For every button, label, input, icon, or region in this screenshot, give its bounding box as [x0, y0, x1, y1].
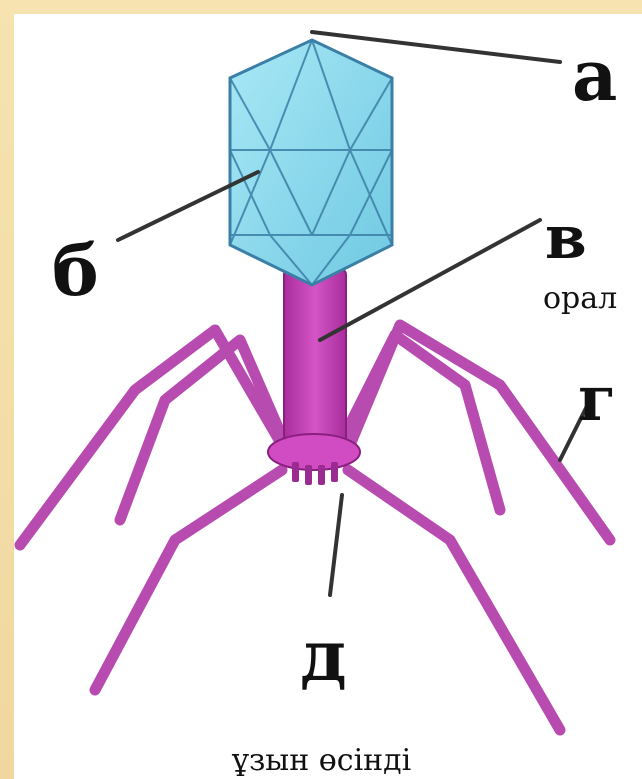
label-d: д: [300, 614, 347, 697]
tail-sheath: [284, 270, 346, 442]
label-b: б: [52, 229, 99, 312]
fiber-bottom-right: [348, 470, 560, 730]
label-a: а: [572, 34, 617, 117]
capsid-head: [230, 40, 392, 285]
label-v: в: [545, 203, 587, 273]
pointer-d: [330, 495, 342, 595]
fiber-left-inner: [120, 340, 290, 520]
caption-v: орал: [543, 281, 617, 316]
label-g: г: [578, 362, 616, 435]
caption-bottom: ұзын өсінді: [231, 743, 411, 778]
base-plate: [268, 434, 360, 470]
